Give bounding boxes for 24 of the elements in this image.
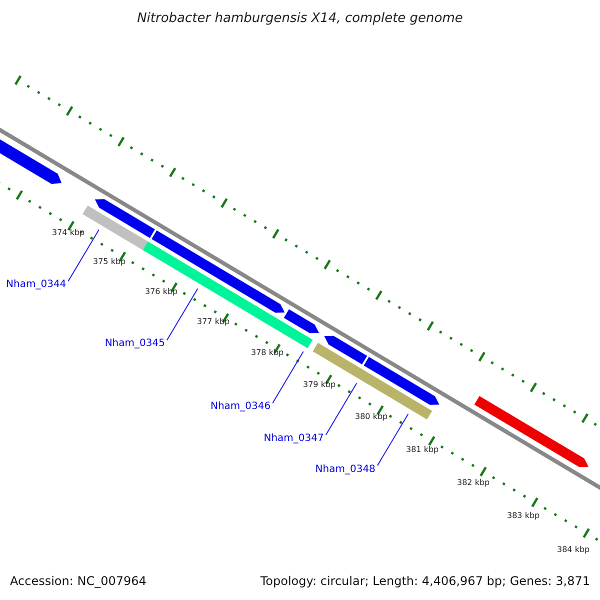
leader-line xyxy=(376,414,409,466)
leader-line xyxy=(68,229,100,282)
scale-label: 375 kbp xyxy=(93,258,126,266)
scale-label: 384 kbp xyxy=(557,546,590,554)
scale-label: 379 kbp xyxy=(303,381,336,389)
gene-label: Nham_0346 xyxy=(210,402,271,412)
title: Nitrobacter hamburgensis X14, complete genome xyxy=(136,12,464,25)
leader-line xyxy=(272,351,304,404)
scale-label: 383 kbp xyxy=(507,512,540,520)
footer-text: Topology: circular; Length: 4,406,967 bp; Genes: 3,871 xyxy=(260,575,590,587)
scale-label: 380 kbp xyxy=(355,413,388,421)
scale-label: 376 kbp xyxy=(145,288,178,296)
gene-label: Nham_0344 xyxy=(6,280,66,290)
footer-text: Accession: NC_007964 xyxy=(10,575,146,587)
gene-label: Nham_0347 xyxy=(264,434,324,444)
gene-label: Nham_0348 xyxy=(315,464,376,475)
scale-label: 374 kbp xyxy=(52,229,85,237)
scale-label: 377 kbp xyxy=(197,318,230,326)
gene-label: Nham_0345 xyxy=(104,339,165,350)
leader-line xyxy=(325,382,358,436)
scale-label: 382 kbp xyxy=(457,479,490,487)
scale-label: 381 kbp xyxy=(406,446,439,454)
leader-line xyxy=(166,288,198,341)
scale-label: 378 kbp xyxy=(251,349,284,357)
